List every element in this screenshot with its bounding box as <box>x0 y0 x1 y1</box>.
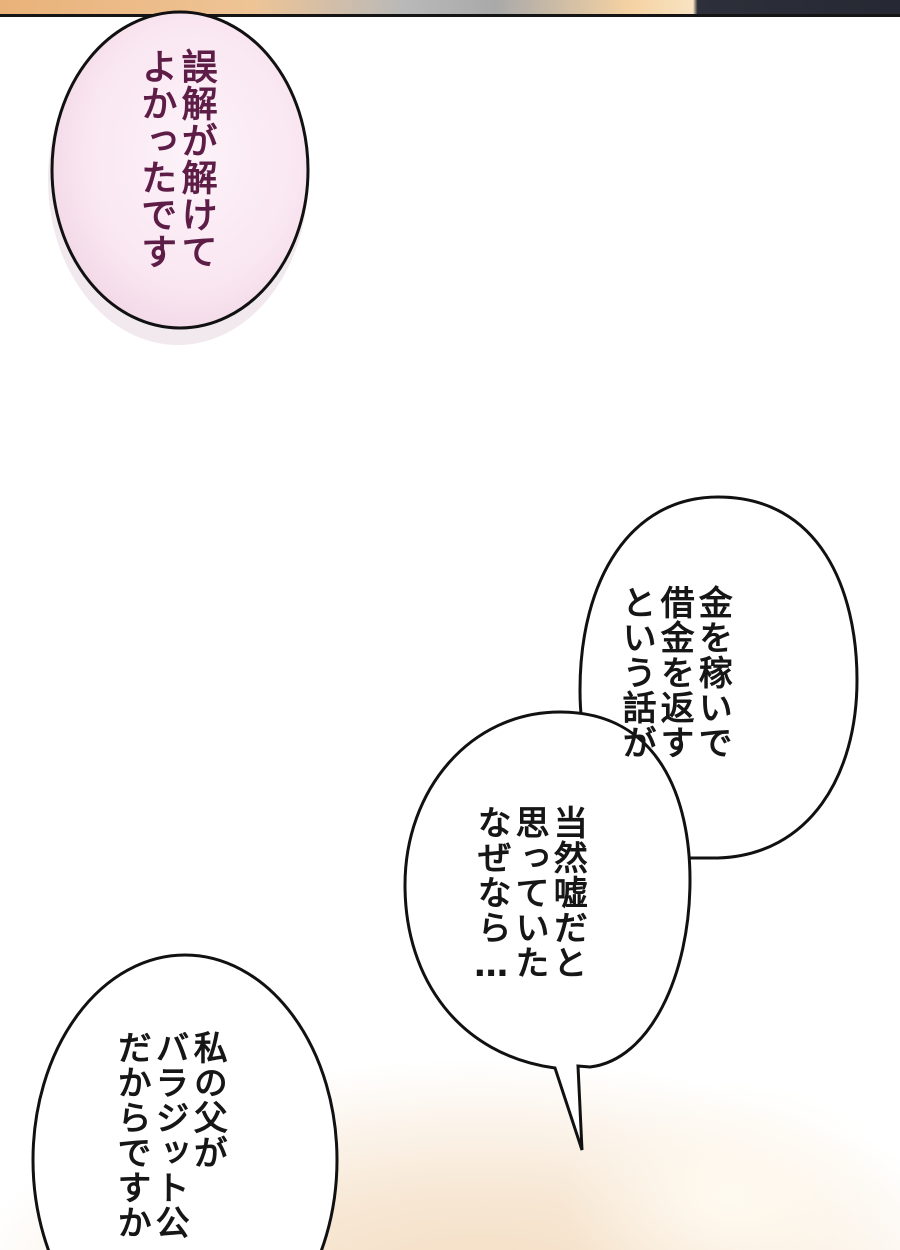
bubble-4-outline <box>31 953 339 1250</box>
bubble-4-text: 私の父が バラジット公 だからですか <box>111 1030 228 1240</box>
bubble-2-text: 金を稼いで 借金を返す という話が <box>616 585 733 760</box>
previous-panel-edge <box>0 0 900 17</box>
background-light-highlight <box>560 1080 900 1250</box>
bubble-3-outline <box>403 710 692 1151</box>
bubble-1-text: 誤解が解けて よかったです <box>135 48 217 270</box>
bubble-1-outline <box>50 10 310 330</box>
bubble-3-text: 当然嘘だと 思っていた なぜなら… <box>471 805 588 986</box>
